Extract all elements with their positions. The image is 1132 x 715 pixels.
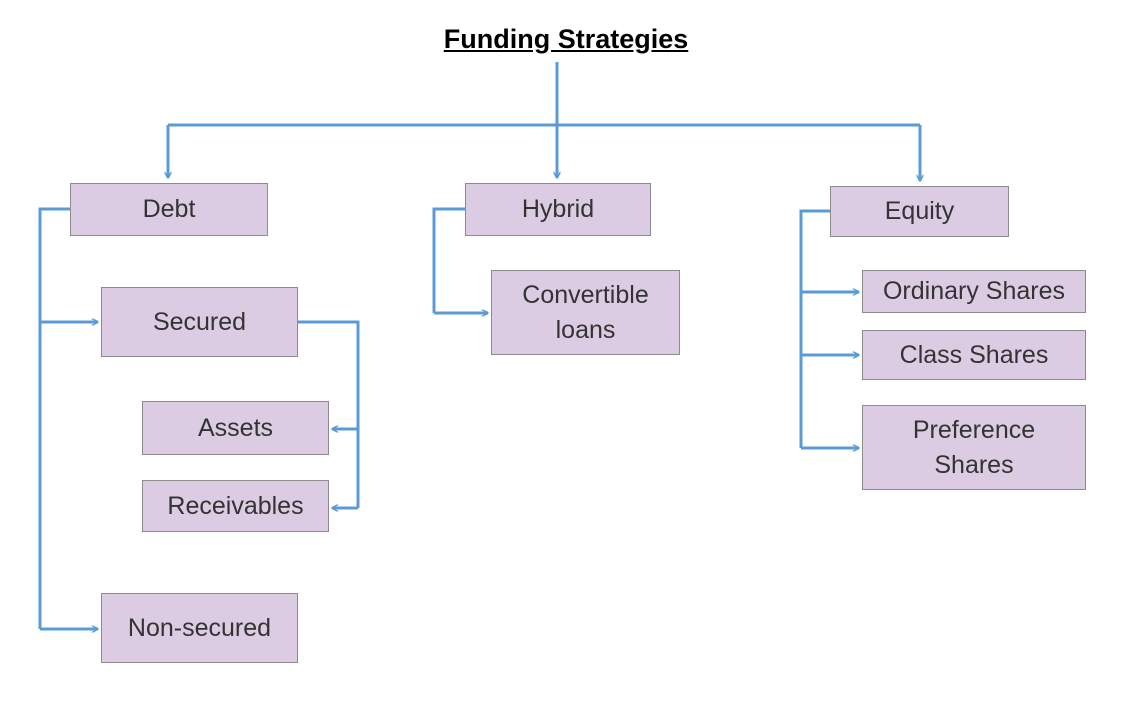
connector-equity-spine [799, 209, 830, 448]
diagram-title: Funding Strategies [443, 24, 689, 54]
node-preference-shares: Preference Shares [862, 405, 1086, 490]
node-ordinary-shares: Ordinary Shares [862, 270, 1086, 313]
node-receivables: Receivables [142, 480, 329, 532]
connector-debt-spine [38, 207, 70, 629]
node-non-secured: Non-secured [101, 593, 298, 663]
node-debt: Debt [70, 183, 268, 236]
node-equity: Equity [830, 186, 1009, 237]
node-assets: Assets [142, 401, 329, 455]
connector-hybrid-spine [432, 207, 465, 313]
node-convertible-loans: Convertible loans [491, 270, 680, 355]
node-hybrid: Hybrid [465, 183, 651, 236]
node-secured: Secured [101, 287, 298, 357]
node-class-shares: Class Shares [862, 330, 1086, 380]
connector-secured-spine [298, 320, 360, 508]
